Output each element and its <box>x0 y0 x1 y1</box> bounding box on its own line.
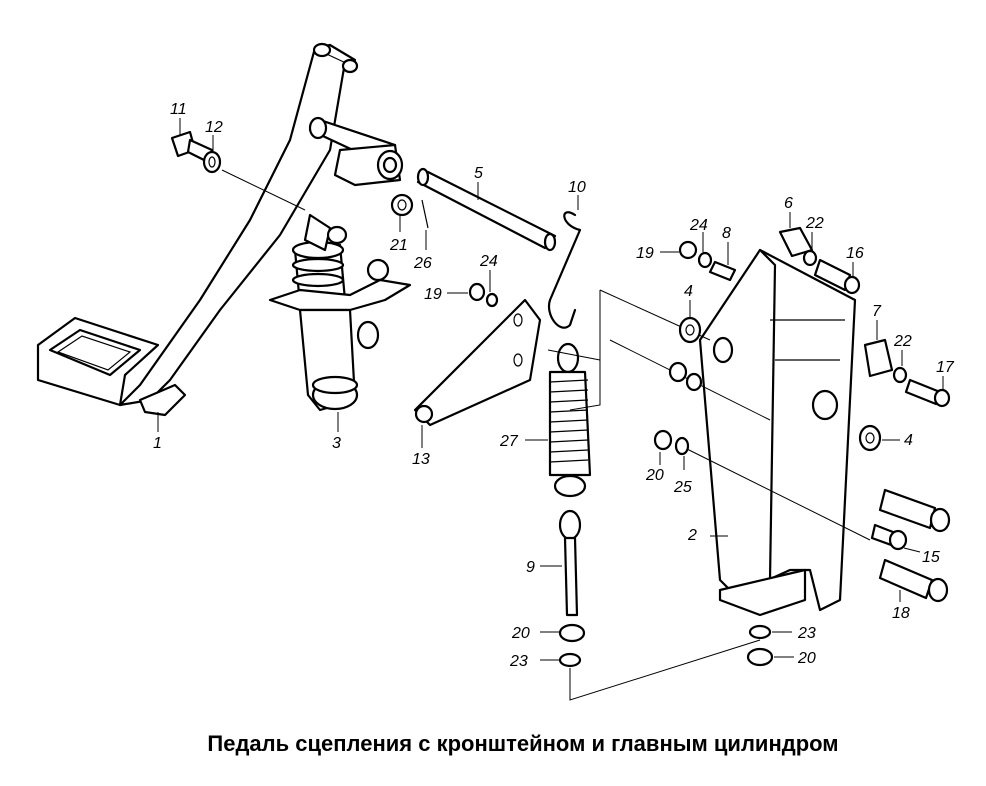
callout-20-bracket: 20 <box>797 650 816 667</box>
callout-18: 18 <box>892 605 910 622</box>
callout-8: 8 <box>722 225 731 242</box>
spacer-7 <box>863 320 894 378</box>
callout-2: 2 <box>687 527 697 544</box>
diagram-caption: Педаль сцепления с кронштейном и главным… <box>207 731 839 756</box>
callout-24-right: 24 <box>689 217 708 234</box>
callout-19-left: 19 <box>424 286 442 303</box>
nut-mid-a <box>668 361 688 383</box>
washer-23-bracket <box>748 624 792 640</box>
washer-24-right <box>697 232 713 269</box>
washer-23-rod <box>540 639 761 701</box>
clutch-pedal <box>36 42 359 417</box>
washer-25 <box>674 436 690 470</box>
callout-27: 27 <box>499 433 519 450</box>
split-pin-26 <box>421 199 429 250</box>
callout-19-right: 19 <box>636 245 654 262</box>
washer-4-right <box>858 424 900 452</box>
spring-27 <box>525 342 592 498</box>
callout-16: 16 <box>846 245 864 262</box>
callout-5: 5 <box>474 165 483 182</box>
callout-7: 7 <box>872 303 882 320</box>
washer-22-right <box>892 350 908 384</box>
bushing-21 <box>390 193 414 232</box>
callout-9: 9 <box>526 559 535 576</box>
pin-5 <box>416 167 557 252</box>
bolt-11 <box>170 118 214 164</box>
nut-mid-b <box>685 372 703 392</box>
callout-22-top: 22 <box>805 215 824 232</box>
callout-12: 12 <box>205 119 223 136</box>
callout-23-bracket: 23 <box>797 625 816 642</box>
callout-6: 6 <box>784 195 793 212</box>
washer-12 <box>202 135 306 211</box>
plate-13 <box>413 298 542 448</box>
washer-22-top <box>802 232 818 267</box>
nut-20-rod <box>540 623 586 643</box>
callout-17: 17 <box>936 359 955 376</box>
callout-20-mid: 20 <box>645 467 664 484</box>
callout-15: 15 <box>922 549 940 566</box>
bracket-2 <box>698 248 857 617</box>
callout-4-right: 4 <box>904 432 913 449</box>
bolt-long-upper <box>878 488 951 533</box>
callout-21: 21 <box>389 237 408 254</box>
master-cylinder <box>268 213 412 412</box>
callout-4-top: 4 <box>684 283 693 300</box>
callout-26: 26 <box>413 255 432 272</box>
callout-3: 3 <box>332 435 341 452</box>
callout-24-left: 24 <box>479 253 498 270</box>
bolt-17 <box>904 376 951 408</box>
callout-11: 11 <box>170 101 187 118</box>
nut-19-left <box>447 282 486 302</box>
nut-20-mid <box>653 429 673 465</box>
callout-22-right: 22 <box>893 333 912 350</box>
nut-20-bracket <box>746 647 794 667</box>
bolt-16 <box>813 258 861 295</box>
rod-9 <box>540 509 582 617</box>
pedal-shaft <box>308 116 404 187</box>
hook-10 <box>547 195 582 329</box>
bolt-18 <box>878 558 949 603</box>
callout-20-rod: 20 <box>511 625 530 642</box>
pin-8 <box>708 242 737 282</box>
callout-25: 25 <box>673 479 692 496</box>
bolt-15 <box>870 523 921 553</box>
washer-4-top <box>678 300 702 344</box>
callout-23-rod: 23 <box>509 653 528 670</box>
washer-24-left <box>485 270 499 308</box>
callout-13: 13 <box>412 451 430 468</box>
nut-19-right <box>660 240 698 260</box>
callout-10: 10 <box>568 179 586 196</box>
callout-1: 1 <box>153 435 162 452</box>
